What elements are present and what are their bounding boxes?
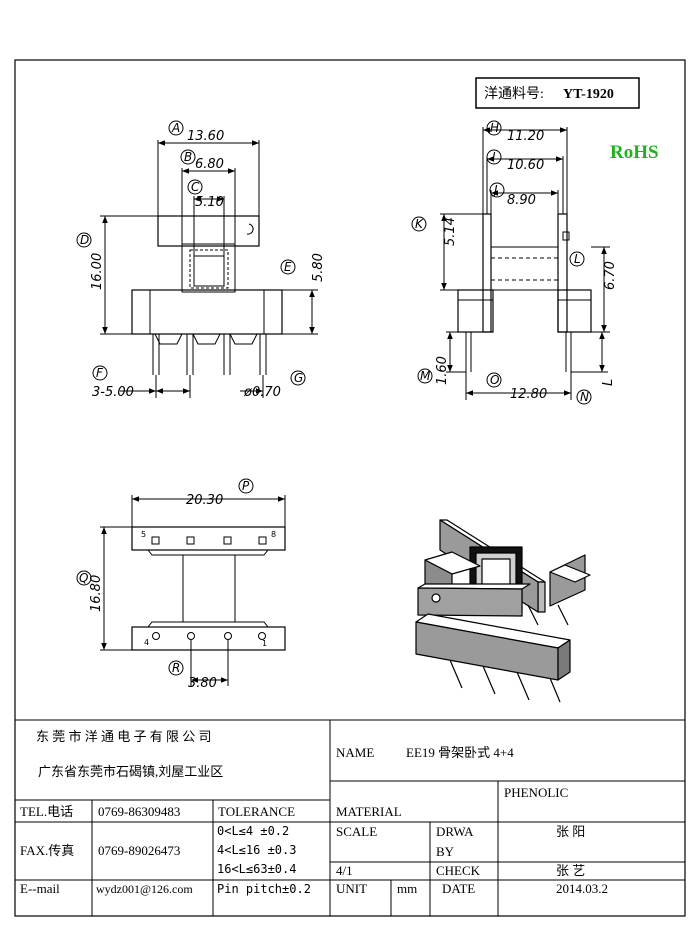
callout-n: N: [580, 390, 589, 404]
dim-e-value: 5.80: [311, 253, 326, 282]
dim-j-value: 8.90: [507, 193, 536, 208]
tolerance-line-3: 16<L≤63±0.4: [217, 862, 296, 876]
dim-d-value: 16.00: [90, 253, 105, 290]
email-label: E--mail: [20, 881, 60, 896]
title-block: [15, 719, 685, 916]
bottom-view-labels: P Q R 20.30 16.80 3.80 5 8 4 1: [79, 479, 276, 691]
unit-label: UNIT: [336, 881, 367, 896]
pin-label-8: 8: [271, 530, 276, 539]
callout-m: M: [420, 369, 431, 383]
part-number-label: 洋通料号:: [484, 86, 544, 102]
dim-b-value: 6.80: [195, 157, 224, 172]
drawn-value: 张 阳: [556, 824, 585, 839]
company-address: 广东省东莞市石碣镇,刘屋工业区: [38, 764, 223, 779]
company-name: 东 莞 市 洋 通 电 子 有 限 公 司: [36, 729, 212, 744]
tolerance-line-4: Pin pitch±0.2: [217, 882, 311, 896]
tolerance-line-1: 0<L≤4 ±0.2: [217, 824, 289, 838]
front-view: [76, 120, 318, 398]
pin-label-4: 4: [144, 638, 149, 647]
name-label: NAME: [336, 745, 374, 760]
callout-d: D: [80, 233, 89, 247]
side-view: [411, 120, 610, 405]
tel-label: TEL.电话: [20, 804, 73, 819]
dim-q-value: 16.80: [89, 575, 104, 612]
dim-o-value: 12.80: [510, 387, 547, 402]
material-value: PHENOLIC: [504, 785, 568, 800]
unit-value: mm: [397, 881, 417, 896]
scale-value: 4/1: [336, 863, 353, 878]
callout-o: O: [490, 373, 499, 387]
callout-h: H: [490, 121, 499, 135]
name-value: EE19 骨架卧式 4+4: [406, 745, 514, 760]
bottom-view: [76, 478, 286, 686]
dim-h-value: 11.20: [507, 129, 544, 144]
callout-i: I: [492, 150, 496, 164]
tolerance-line-2: 4<L≤16 ±0.3: [217, 843, 296, 857]
tel-value: 0769-86309483: [98, 804, 180, 819]
callout-e: E: [284, 260, 292, 274]
material-label: MATERIAL: [336, 804, 402, 819]
dim-g-value: ø0.70: [243, 385, 281, 400]
callout-g: G: [294, 371, 303, 385]
rohs-mark: RoHS: [610, 142, 659, 163]
dim-l-value: 6.70: [603, 261, 618, 290]
part-number-box: 洋通料号: YT-1920: [475, 77, 640, 109]
callout-b: B: [184, 150, 192, 164]
fax-label: FAX.传真: [20, 843, 74, 858]
front-view-labels: A B C D E F G 13.60 6.80 5.10 16.00 5.80…: [80, 121, 326, 400]
dim-p-value: 20.30: [186, 493, 223, 508]
callout-k: K: [415, 217, 424, 231]
dim-m-value: 1.60: [435, 356, 450, 385]
drawn-label-2: BY: [436, 844, 455, 859]
dim-r-value: 3.80: [188, 676, 217, 691]
tolerance-label: TOLERANCE: [218, 804, 295, 819]
part-number-value: YT-1920: [563, 87, 614, 102]
callout-f: F: [96, 366, 104, 380]
callout-a: A: [171, 121, 180, 135]
dim-n-value: L: [601, 379, 616, 386]
fax-value: 0769-89026473: [98, 843, 180, 858]
date-label: DATE: [442, 881, 475, 896]
title-block-text: 东 莞 市 洋 通 电 子 有 限 公 司 广东省东莞市石碣镇,刘屋工业区 NA…: [20, 729, 608, 896]
pin-label-5: 5: [141, 530, 146, 539]
drawn-label-1: DRWA: [436, 824, 474, 839]
dim-f-value: 3-5.00: [92, 385, 134, 400]
callout-j: J: [492, 183, 498, 197]
callout-p: P: [242, 479, 250, 493]
check-value: 张 艺: [556, 863, 585, 878]
dim-i-value: 10.60: [507, 158, 544, 173]
side-view-labels: H I J K L M O N 11.20 10.60 8.90 5.14 6.…: [415, 121, 618, 404]
callout-l: L: [574, 252, 581, 266]
dim-k-value: 5.14: [443, 217, 458, 246]
isometric-view: [415, 519, 591, 703]
sheet-border: [14, 59, 686, 917]
callout-r: R: [172, 661, 180, 675]
callout-c: C: [191, 180, 200, 194]
email-value: wydz001@126.com: [96, 882, 193, 896]
dim-a-value: 13.60: [187, 129, 224, 144]
pin-label-1: 1: [262, 639, 267, 648]
check-label: CHECK: [436, 863, 481, 878]
date-value: 2014.03.2: [556, 881, 608, 896]
scale-label: SCALE: [336, 824, 377, 839]
dim-c-value: 5.10: [195, 195, 224, 210]
callout-q: Q: [79, 571, 88, 585]
